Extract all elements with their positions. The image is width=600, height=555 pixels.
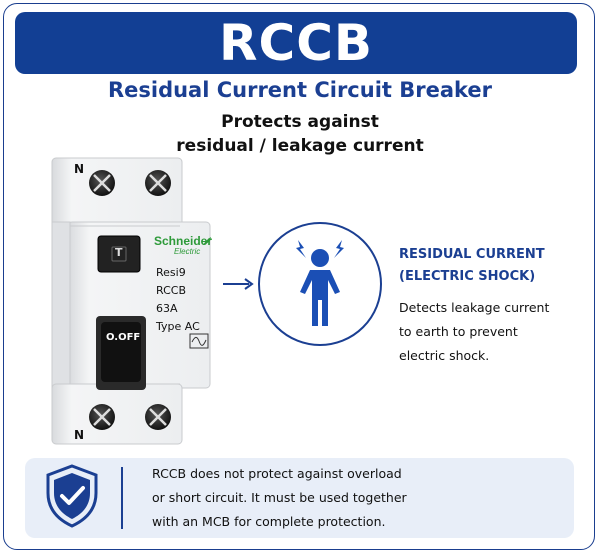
title-banner: RCCB — [15, 12, 577, 74]
test-button — [97, 235, 141, 273]
protects-line-2: residual / leakage current — [176, 136, 424, 156]
note-line-2: or short circuit. It must be used togeth… — [152, 490, 407, 505]
device-model: Resi9 — [156, 266, 186, 279]
note-divider — [121, 467, 123, 529]
device-type-ac: Type AC — [156, 320, 200, 333]
screw-top-right — [145, 170, 171, 196]
protects-text: Protects against residual / leakage curr… — [0, 110, 600, 158]
note-line-1: RCCB does not protect against overload — [152, 466, 402, 481]
brand-sub: Electric — [174, 247, 201, 256]
info-desc-line-1: Detects leakage current — [399, 300, 550, 315]
shock-circle — [258, 222, 382, 346]
person-shock-icon — [296, 240, 344, 326]
test-button-label: T — [115, 246, 123, 259]
brand-name: Schneider — [154, 234, 213, 248]
device-specs: Resi9 RCCB 63A Type AC — [156, 264, 200, 336]
info-desc-line-3: electric shock. — [399, 348, 490, 363]
note-line-3: with an MCB for complete protection. — [152, 514, 386, 529]
screw-top-left — [89, 170, 115, 196]
device-type-name: RCCB — [156, 284, 187, 297]
arrow-right-icon — [223, 278, 254, 290]
terminal-label-top: N — [74, 162, 85, 176]
info-title-line-1: RESIDUAL CURRENT — [399, 247, 545, 262]
toggle-lever — [101, 322, 141, 382]
note-box — [25, 458, 574, 538]
shield-check-icon — [46, 464, 98, 528]
protects-line-1: Protects against — [221, 112, 379, 132]
info-title-line-2: (ELECTRIC SHOCK) — [399, 269, 536, 284]
info-desc-line-2: to earth to prevent — [399, 324, 518, 339]
info-title: RESIDUAL CURRENT (ELECTRIC SHOCK) — [399, 244, 545, 288]
device-rating: 63A — [156, 302, 178, 315]
switch-state-label: O.OFF — [106, 332, 141, 343]
screw-bottom-right — [145, 404, 171, 430]
terminal-label-bottom: N — [74, 428, 85, 442]
type-ac-symbol — [189, 333, 209, 349]
subtitle: Residual Current Circuit Breaker — [107, 78, 493, 102]
info-description: Detects leakage current to earth to prev… — [399, 296, 589, 368]
note-text: RCCB does not protect against overload o… — [152, 462, 407, 534]
screw-bottom-left — [89, 404, 115, 430]
